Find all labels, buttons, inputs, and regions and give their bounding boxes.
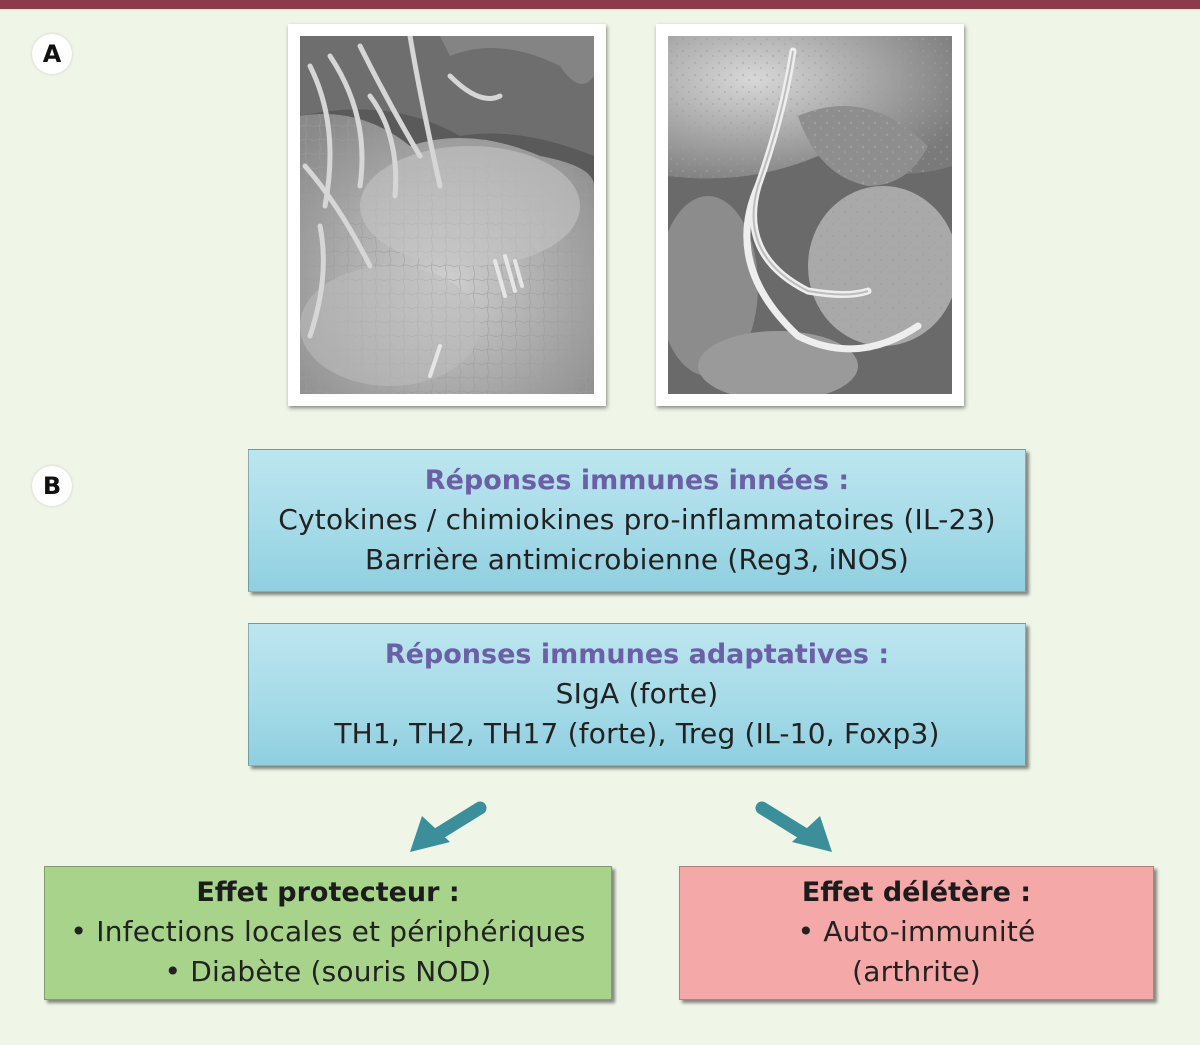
top-accent-bar: [0, 0, 1200, 9]
innate-responses-line-2: Barrière antimicrobienne (Reg3, iNOS): [364, 542, 910, 576]
innate-responses-title: Réponses immunes innées :: [424, 464, 850, 496]
adaptive-responses-title: Réponses immunes adaptatives :: [384, 638, 890, 670]
micrograph-right-image: [668, 36, 952, 394]
arrow-down-left-icon: [410, 801, 487, 852]
panel-label-a: A: [32, 34, 72, 74]
deleterious-effect-box: Effet délétère : • Auto-immunité (arthri…: [679, 866, 1154, 1000]
adaptive-responses-line-2: TH1, TH2, TH17 (forte), Treg (IL-10, Fox…: [334, 716, 940, 750]
micrograph-right: [656, 24, 964, 406]
adaptive-responses-box: Réponses immunes adaptatives : SIgA (for…: [248, 623, 1026, 766]
protective-effect-line-2: • Diabète (souris NOD): [164, 955, 492, 988]
innate-responses-box: Réponses immunes innées : Cytokines / ch…: [248, 449, 1026, 592]
protective-effect-title: Effet protecteur :: [196, 877, 460, 908]
adaptive-responses-line-1: SIgA (forte): [555, 676, 719, 710]
deleterious-effect-title: Effet délétère :: [801, 877, 1032, 908]
deleterious-effect-line-2: (arthrite): [852, 955, 981, 988]
deleterious-effect-line-1: • Auto-immunité: [797, 915, 1036, 948]
innate-responses-line-1: Cytokines / chimiokines pro-inflammatoir…: [278, 502, 996, 536]
arrow-down-right-icon: [755, 801, 832, 852]
protective-effect-box: Effet protecteur : • Infections locales …: [44, 866, 612, 1000]
panel-label-b: B: [32, 466, 72, 506]
micrograph-left-image: [300, 36, 594, 394]
protective-effect-line-1: • Infections locales et périphériques: [70, 915, 586, 948]
micrograph-left: [288, 24, 606, 406]
